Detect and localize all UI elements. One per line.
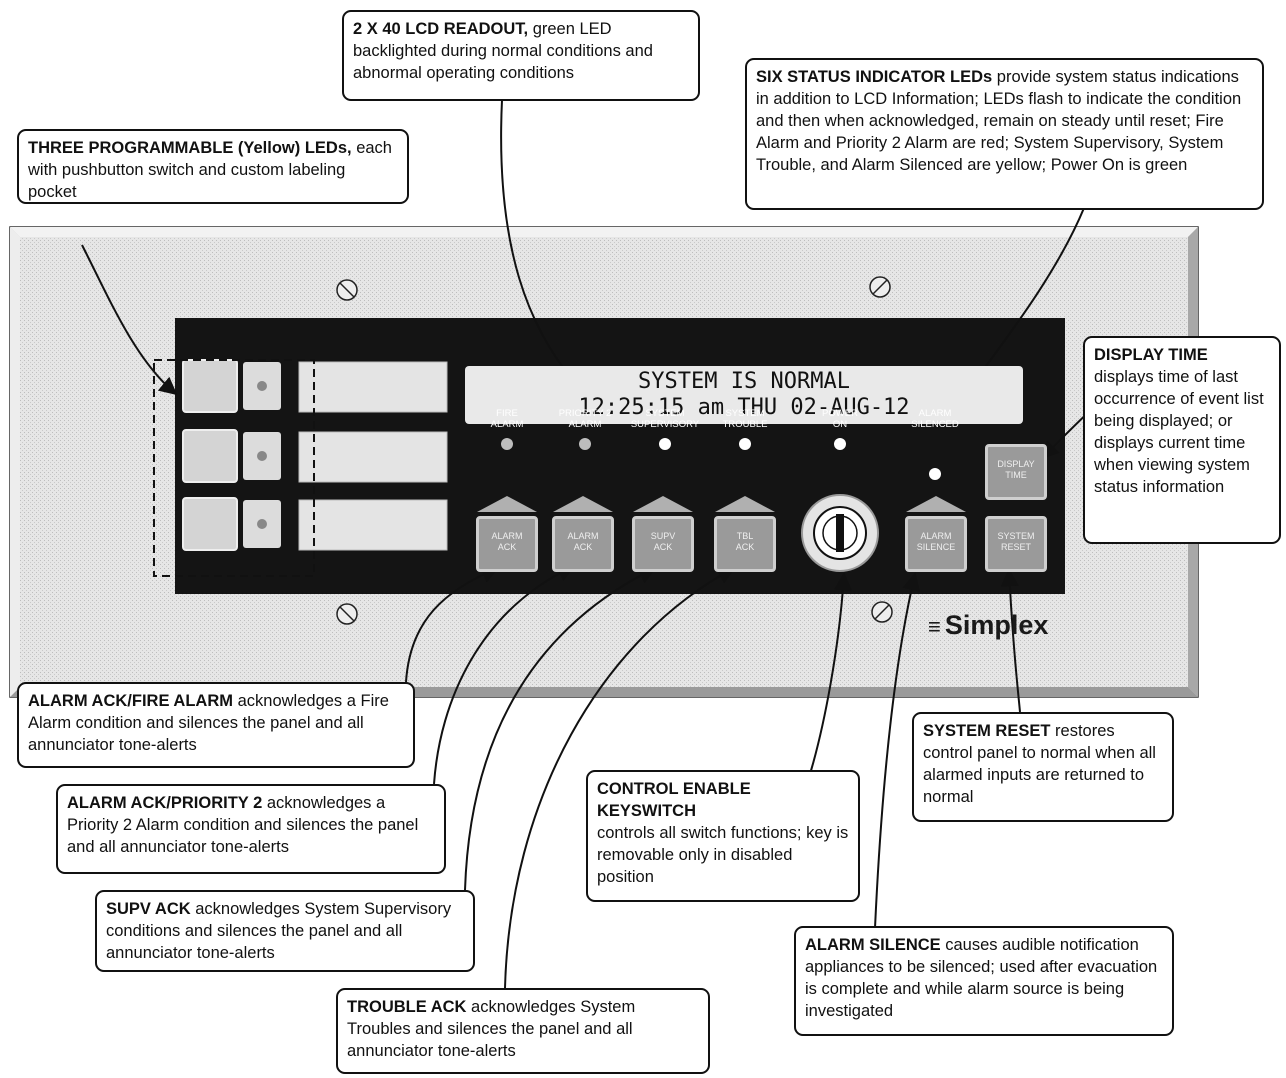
callout-alarm-ack-p2-title: ALARM ACK/PRIORITY 2	[67, 794, 263, 812]
alarm-ack-p2-line2: ACK	[573, 542, 593, 552]
system-reset-line2: RESET	[1000, 542, 1031, 552]
callout-lcd-text: green LED backlighted during normal cond…	[353, 20, 653, 82]
callout-supv-ack: SUPV ACK acknowledges System Supervisory…	[95, 890, 475, 972]
callout-supv-ack-text: acknowledges System Supervisory conditio…	[106, 900, 452, 962]
callout-keyswitch-title: CONTROL ENABLE KEYSWITCH	[597, 780, 751, 820]
led-label-power-on-line1: POWER	[822, 408, 858, 419]
display-time-line2: TIME	[1005, 470, 1027, 480]
alarm-ack-p2-line1: ALARM	[567, 531, 599, 541]
lcd-line-2: 12:25:15 am THU 02-AUG-12	[578, 395, 910, 420]
alarm-ack-fire-line1: ALARM	[491, 531, 523, 541]
callout-status-title: SIX STATUS INDICATOR LEDs	[756, 68, 993, 86]
callout-alarm-silence: ALARM SILENCE causes audible notificatio…	[794, 926, 1174, 1036]
callout-alarm-silence-text: causes audible notification appliances t…	[805, 936, 1158, 1020]
led-label-trouble-line1: SYSTEM	[725, 408, 765, 419]
alarm-ack-fire-line2: ACK	[497, 542, 517, 552]
callout-display-time-title: DISPLAY TIME	[1094, 346, 1208, 364]
screw-icon	[336, 276, 893, 625]
led-label-supervisory-line2: SUPERVISORY	[630, 419, 700, 430]
callout-alarm-ack-p2-text: acknowledges a Priority 2 Alarm conditio…	[67, 794, 419, 856]
led-label-power-on-line2: ON	[832, 419, 848, 430]
led-label-fire-alarm-line2: ALARM	[490, 419, 524, 430]
led-label-supervisory-line1: SYSTEM	[645, 408, 685, 419]
simplex-logo-icon: ≡	[928, 614, 941, 639]
trouble-ack-line1: TBL	[736, 531, 754, 541]
led-label-trouble-line2: TROUBLE	[722, 419, 768, 430]
callout-supv-ack-title: SUPV ACK	[106, 900, 191, 918]
alarm-silence-line1: ALARM	[920, 531, 952, 541]
callout-system-reset: SYSTEM RESET restores control panel to n…	[912, 712, 1174, 822]
status-led-group	[501, 438, 941, 480]
callout-alarm-silence-title: ALARM SILENCE	[805, 936, 941, 954]
display-time-line1: DISPLAY	[997, 459, 1035, 469]
led-label-fire-alarm-line1: FIRE	[496, 408, 518, 419]
led-label-priority-2-line2: ALARM	[568, 419, 602, 430]
system-reset-line1: SYSTEM	[997, 531, 1035, 541]
callout-programmable-leds: THREE PROGRAMMABLE (Yellow) LEDs, each w…	[17, 129, 409, 204]
callout-keyswitch-text: controls all switch functions; key is re…	[597, 824, 849, 886]
alarm-silence-line2: SILENCE	[916, 542, 956, 552]
keyswitch-icon	[801, 494, 879, 572]
callout-alarm-ack-fire-title: ALARM ACK/FIRE ALARM	[28, 692, 234, 710]
led-label-alarm-silenced-line1: ALARM	[918, 408, 952, 419]
supv-ack-line2: ACK	[653, 542, 673, 552]
brand-name: Simplex	[944, 610, 1049, 640]
callout-status-text: provide system status indications in add…	[756, 68, 1242, 174]
callout-display-time-text: displays time of last occurrence of even…	[1094, 368, 1264, 496]
supv-ack-line1: SUPV	[650, 531, 676, 541]
callout-alarm-ack-fire: ALARM ACK/FIRE ALARM acknowledges a Fire…	[17, 682, 415, 768]
callout-status-leds: SIX STATUS INDICATOR LEDs provide system…	[745, 58, 1264, 210]
callout-alarm-ack-priority2: ALARM ACK/PRIORITY 2 acknowledges a Prio…	[56, 784, 446, 874]
trouble-ack-line2: ACK	[735, 542, 755, 552]
callout-lcd-title: 2 X 40 LCD READOUT,	[353, 20, 529, 38]
callout-programmable-text: each with pushbutton switch and custom l…	[28, 139, 392, 201]
lcd-line-1: SYSTEM IS NORMAL	[638, 369, 850, 394]
lcd-display: SYSTEM IS NORMAL 12:25:15 am THU 02-AUG-…	[465, 366, 1023, 424]
led-label-alarm-silenced-line2: SILENCED	[911, 419, 959, 430]
callout-trouble-ack-title: TROUBLE ACK	[347, 998, 467, 1016]
callout-programmable-title: THREE PROGRAMMABLE (Yellow) LEDs,	[28, 139, 352, 157]
callout-lcd-readout: 2 X 40 LCD READOUT, green LED backlighte…	[342, 10, 700, 101]
callout-display-time: DISPLAY TIME displays time of last occurr…	[1083, 336, 1281, 544]
callout-trouble-ack: TROUBLE ACK acknowledges System Troubles…	[336, 988, 710, 1074]
led-label-priority-2-line1: PRIORITY 2	[558, 408, 612, 419]
programmable-led-group	[153, 359, 448, 577]
callout-system-reset-text: restores control panel to normal when al…	[923, 722, 1156, 806]
callout-trouble-ack-text: acknowledges System Troubles and silence…	[347, 998, 636, 1060]
callout-system-reset-title: SYSTEM RESET	[923, 722, 1051, 740]
simplex-logo: ≡Simplex	[928, 610, 1048, 641]
callout-alarm-ack-fire-text: acknowledges a Fire Alarm condition and …	[28, 692, 389, 754]
